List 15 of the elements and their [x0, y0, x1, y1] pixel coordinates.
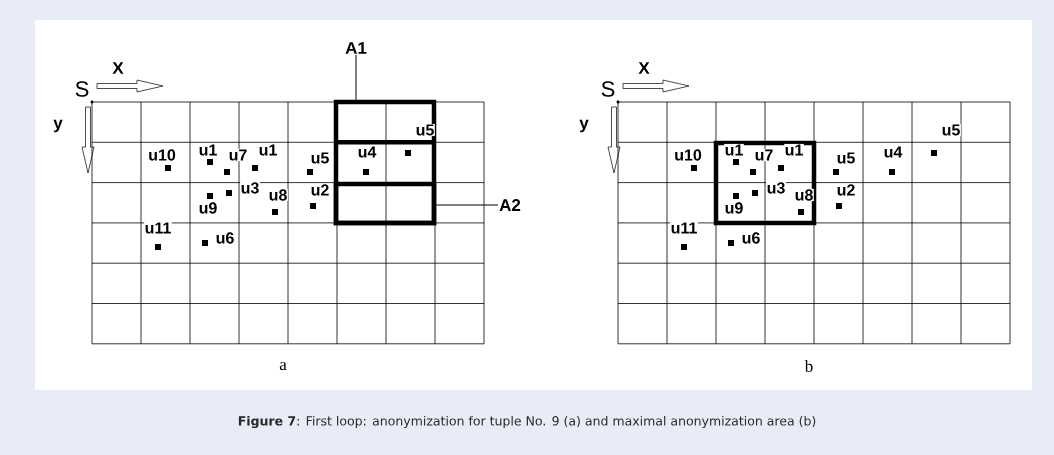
panel-label: b: [804, 360, 813, 372]
callout-label: A1: [345, 42, 367, 54]
leader-line: [355, 54, 357, 101]
area-box: [333, 181, 437, 226]
panel-label: a: [279, 361, 287, 371]
origin-label: S: [75, 81, 89, 97]
origin-label: S: [601, 81, 615, 97]
axis-label: X: [638, 62, 650, 74]
axis-label: y: [579, 119, 589, 133]
axis-label: X: [112, 62, 124, 74]
caption: Figure 7: First loop: anonymization for tuple No. 9 (a) and maximal anonymization area (b): [238, 415, 816, 429]
callout-label: A2: [499, 199, 521, 211]
area-box: [713, 140, 817, 226]
leader-line: [435, 204, 499, 206]
axis-label: y: [53, 119, 63, 133]
